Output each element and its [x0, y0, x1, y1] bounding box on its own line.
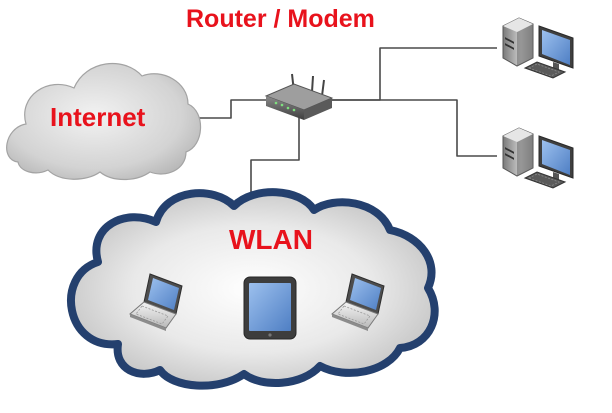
- tablet-icon: [243, 276, 297, 340]
- wlan-label: WLAN: [229, 224, 313, 255]
- internet-cloud: [6, 62, 202, 181]
- internet-label: Internet: [50, 102, 146, 132]
- desktop-computer-icon: [502, 127, 574, 189]
- cable-internet-router: [190, 99, 272, 119]
- cable-router-wlan: [250, 110, 300, 197]
- cable-router-pc-top: [330, 47, 497, 101]
- router-icon: [264, 73, 334, 120]
- network-cables: [190, 47, 497, 197]
- router-modem-label: Router / Modem: [186, 5, 375, 33]
- cable-router-pc-bottom: [330, 99, 497, 157]
- desktop-computer-icon: [502, 17, 574, 79]
